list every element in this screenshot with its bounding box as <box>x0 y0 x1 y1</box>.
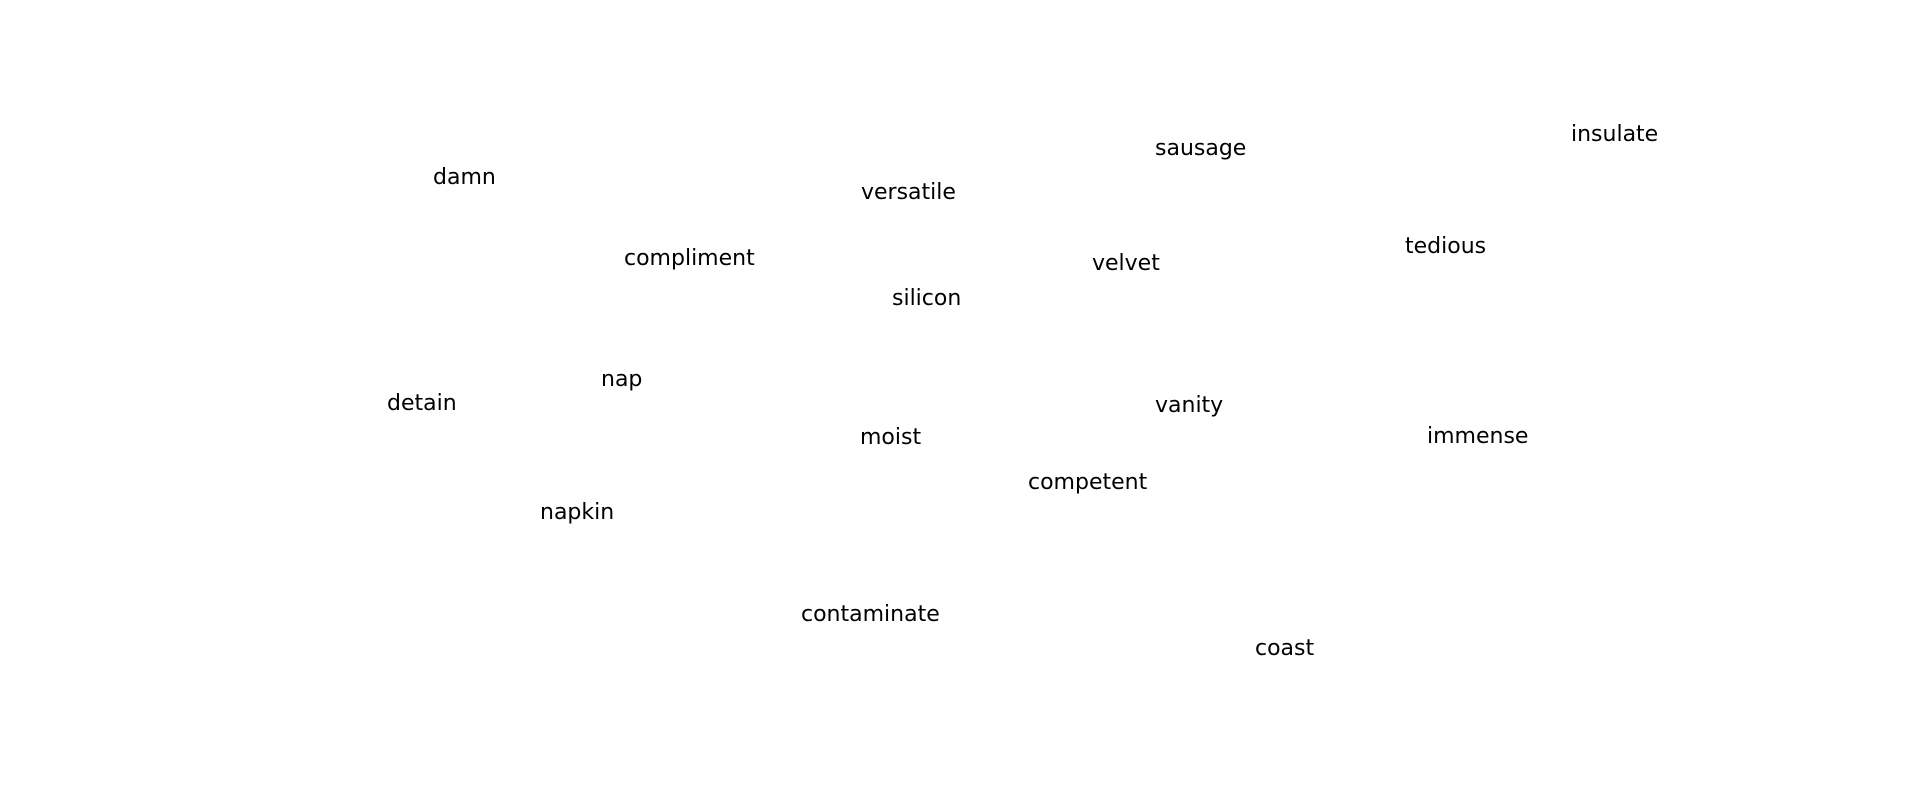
word-silicon: silicon <box>892 286 962 311</box>
word-insulate: insulate <box>1571 122 1659 147</box>
word-tedious: tedious <box>1405 234 1487 259</box>
word-versatile: versatile <box>861 180 956 205</box>
word-vanity: vanity <box>1155 393 1224 418</box>
word-detain: detain <box>387 391 457 416</box>
word-moist: moist <box>860 425 922 450</box>
word-immense: immense <box>1427 424 1529 449</box>
word-coast: coast <box>1255 636 1315 661</box>
word-damn: damn <box>433 165 496 190</box>
word-compliment: compliment <box>624 246 755 271</box>
word-sausage: sausage <box>1155 136 1247 161</box>
word-napkin: napkin <box>540 500 615 525</box>
word-velvet: velvet <box>1092 251 1160 276</box>
word-competent: competent <box>1028 470 1148 495</box>
word-contaminate: contaminate <box>801 602 940 627</box>
word-nap: nap <box>601 367 643 392</box>
